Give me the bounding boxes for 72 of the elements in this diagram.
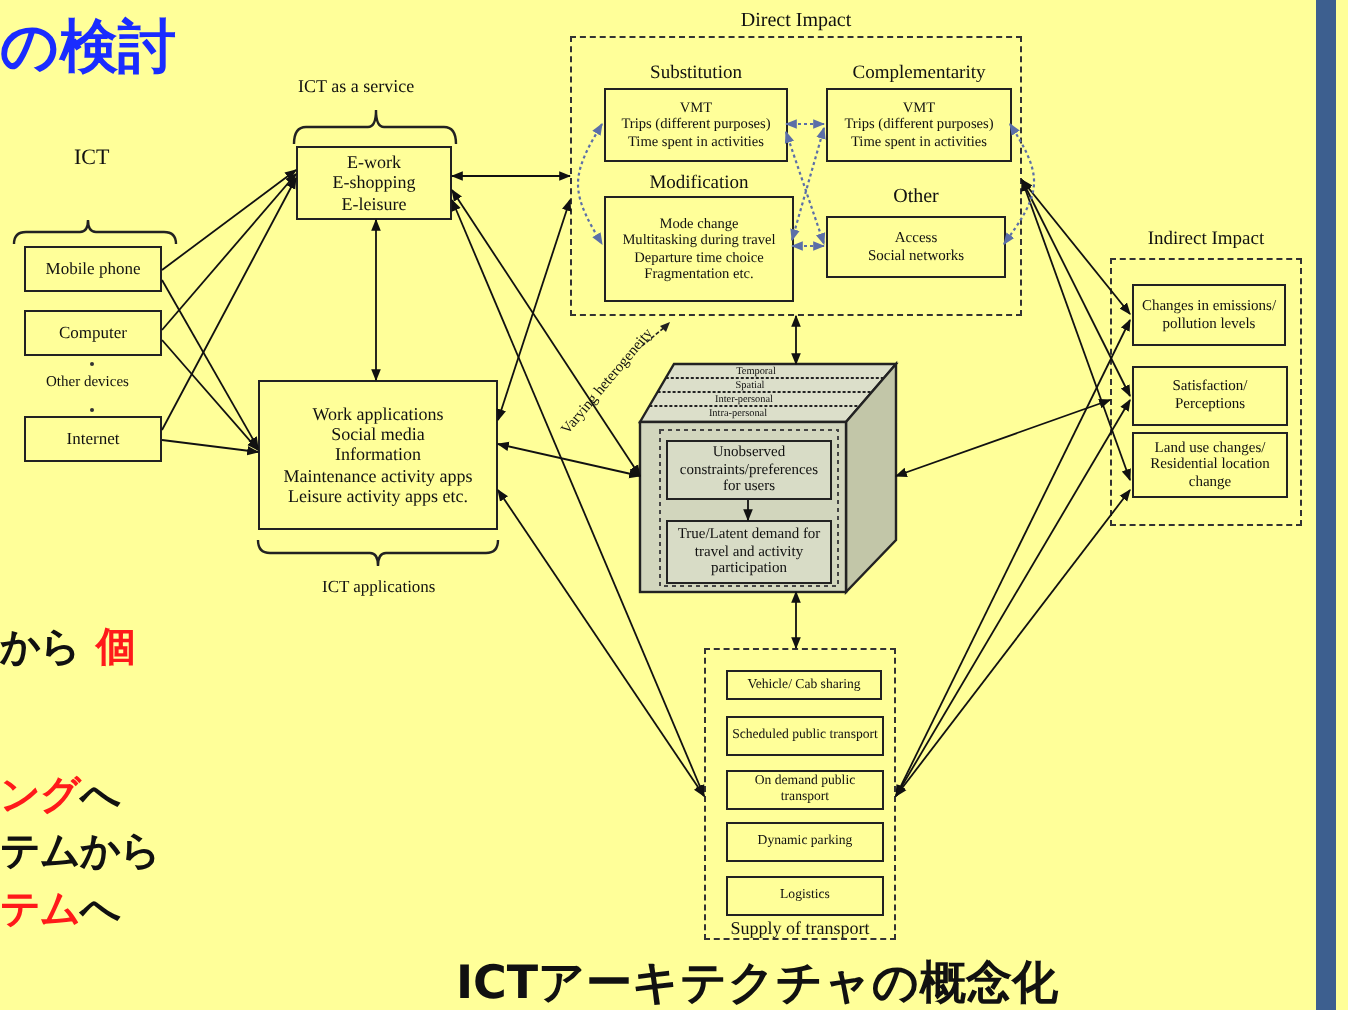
box-text: E-work (347, 151, 401, 173)
process-box (666, 520, 832, 584)
process-box (1132, 284, 1286, 346)
slide-text: ング (0, 768, 80, 822)
process-box (296, 146, 452, 220)
arrow (161, 439, 260, 456)
group-heading: Indirect Impact (1145, 230, 1267, 250)
caption: ICTアーキテクチャの概念化 (456, 956, 1059, 1010)
arrow (451, 198, 705, 798)
arrow (161, 339, 259, 451)
process-box (726, 716, 884, 756)
slide-text: へ (80, 882, 120, 936)
arrow (791, 314, 801, 366)
arrow (451, 189, 641, 477)
group-heading: Direct Impact (738, 10, 854, 32)
slide-text: から (0, 620, 80, 674)
box-text: Maintenance activity apps (283, 465, 473, 487)
box-text: Mobile phone (45, 259, 141, 279)
arrow (161, 176, 297, 431)
dotted-arrow (576, 122, 603, 246)
process-box (726, 876, 884, 916)
group-heading: Substitution (648, 64, 744, 84)
group-heading: Other (891, 186, 941, 208)
arrow (161, 169, 297, 271)
arrow (1021, 178, 1131, 482)
process-box (726, 670, 882, 700)
slide-text: へ (80, 768, 120, 822)
arrow (895, 398, 1131, 798)
slide-title: の検討 (0, 10, 176, 84)
slide-text: テム (0, 882, 80, 936)
slide-text: テムから (0, 824, 160, 878)
process-box (666, 440, 832, 500)
box-text: E-leisure (341, 193, 407, 215)
arrow (1021, 178, 1131, 398)
process-box (1132, 366, 1288, 426)
slide-text: 個 (96, 620, 136, 674)
arrow (450, 171, 572, 181)
arrow (743, 499, 753, 522)
box-text: Information (335, 444, 421, 466)
group-heading: Complementarity (850, 64, 988, 84)
process-box (24, 416, 162, 462)
process-box (24, 246, 162, 292)
arrow (894, 399, 1112, 477)
group-heading: Modification (647, 174, 751, 194)
arrow (497, 489, 705, 797)
box-text: Computer (59, 323, 127, 343)
process-box (726, 822, 884, 862)
process-box (24, 310, 162, 356)
group-frame (704, 648, 896, 940)
group-label: ICT (74, 146, 110, 170)
group-heading: Supply of transport (728, 918, 872, 938)
box-text: Work applications (312, 403, 444, 424)
arrow (496, 441, 642, 479)
dotted-arrow (1003, 123, 1036, 245)
group-label: ICT applications (322, 576, 436, 596)
arrow (1021, 179, 1131, 315)
arrow (161, 279, 259, 450)
group-label: ICT as a service (298, 76, 415, 96)
box-text: Leisure activity apps etc. (288, 486, 468, 507)
arrow (496, 198, 572, 422)
box-text: E-shopping (332, 172, 416, 194)
process-box (726, 770, 884, 810)
arrow (161, 173, 297, 331)
box-text: Social media (331, 423, 425, 445)
arrow (371, 218, 381, 382)
arrow (895, 489, 1131, 797)
process-box (1132, 432, 1288, 498)
dotted-arrow (790, 241, 826, 251)
box-text: Internet (66, 429, 120, 449)
arrow (791, 590, 801, 650)
dotted-arrow (784, 119, 826, 129)
process-box (258, 380, 498, 530)
